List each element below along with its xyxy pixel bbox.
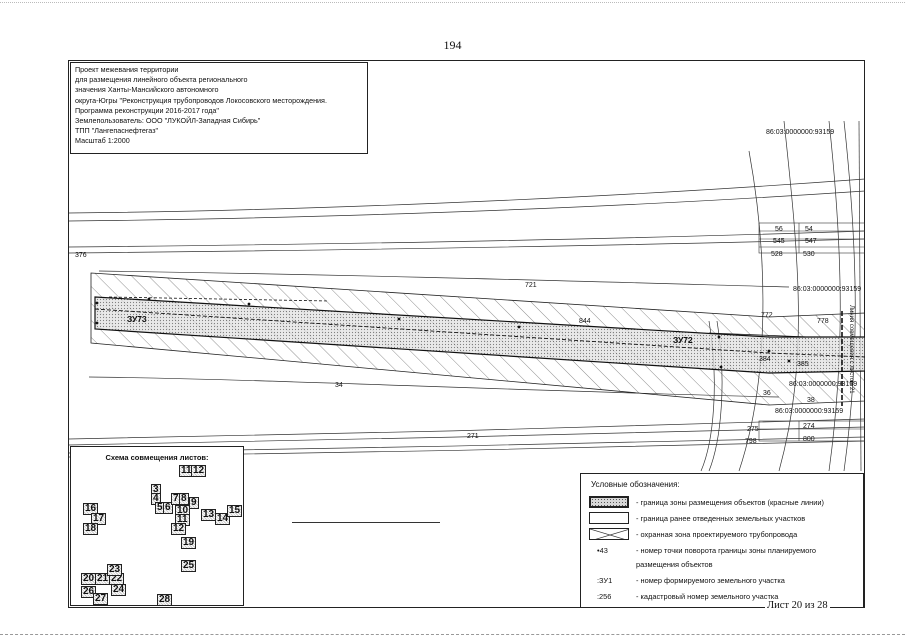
label-800: 800 <box>803 436 815 443</box>
turning-points <box>95 297 791 369</box>
allotted-parcel-swatch <box>589 512 629 524</box>
title-line: ТПП "Лангепаснефтегаз" <box>75 126 159 136</box>
label-547: 547 <box>805 238 817 245</box>
title-line: для размещения линейного объекта региона… <box>75 75 248 85</box>
label-cad-top: 86:03:0000000:93159 <box>766 129 834 136</box>
label-528: 528 <box>771 251 783 258</box>
label-cad-right2: 86:03:0000000:93159 <box>775 408 843 415</box>
legend-item: - охранная зона проектируемого трубопров… <box>589 528 861 542</box>
label-721: 721 <box>525 282 537 289</box>
bottom-edge-line <box>0 634 905 635</box>
label-545: 545 <box>773 238 785 245</box>
label-385: 385 <box>797 361 809 368</box>
placement-zone-swatch <box>589 496 629 508</box>
schema-sheet: 16 <box>83 503 99 515</box>
legend-text: - номер точки поворота границы зоны план… <box>636 546 816 555</box>
signature-line <box>292 522 440 523</box>
schema-sheet: 12 <box>191 465 207 477</box>
legend-item: размещения объектов <box>589 558 861 572</box>
label-zu72: ЗУ72 <box>673 335 693 345</box>
label-778: 778 <box>817 318 829 325</box>
label-844: 844 <box>579 318 591 325</box>
label-275: 275 <box>747 426 759 433</box>
label-798: 798 <box>745 438 757 445</box>
map-drawing: ЗУ73 ЗУ72 86:03:0000000:93159 86:03:0000… <box>69 120 865 472</box>
right-parcels <box>758 222 865 442</box>
title-block: Проект межевания территории для размещен… <box>70 62 368 154</box>
schema-sheet: 21 <box>95 573 111 585</box>
schema-sheet: 18 <box>83 523 99 535</box>
label-384: 384 <box>759 356 771 363</box>
pipeline-axis <box>94 308 865 358</box>
label-54: 54 <box>805 226 813 233</box>
legend-item: :ЗУ1 - номер формируемого земельного уча… <box>589 574 861 588</box>
top-edge-line <box>0 2 905 3</box>
schema-sheet: 25 <box>181 560 197 572</box>
placement-zone <box>94 296 865 374</box>
title-line: значения Ханты-Мансийского автономного <box>75 85 219 95</box>
label-zu73: ЗУ73 <box>127 314 147 324</box>
label-cad-mid: 86:03:0000000:93159 <box>793 286 861 293</box>
label-530: 530 <box>803 251 815 258</box>
label-side-text: Линия совмещения с листом 21 <box>848 305 854 394</box>
title-line: Проект межевания территории <box>75 65 179 74</box>
schema-sheet: 15 <box>227 505 243 517</box>
schema-sheet: 9 <box>189 497 199 509</box>
label-36: 36 <box>763 390 771 397</box>
label-56: 56 <box>775 226 783 233</box>
schema-sheet: 20 <box>81 573 97 585</box>
schema-title: Схема совмещения листов: <box>105 453 209 462</box>
legend-title: Условные обозначения: <box>591 480 680 489</box>
title-line: Землепользователь: ООО "ЛУКОЙЛ-Западная … <box>75 116 261 126</box>
schema-sheet: 26 <box>81 586 97 598</box>
legend-item: - граница ранее отведенных земельных уча… <box>589 512 861 526</box>
page-number: 194 <box>443 38 462 52</box>
legend-item: •43 - номер точки поворота границы зоны … <box>589 544 861 558</box>
sheet-schema: Схема совмещения листов: 11 12 3 4 5 6 7… <box>70 446 244 606</box>
title-line: округа-Югры "Реконструкция трубопроводов… <box>75 95 327 105</box>
label-772: 772 <box>761 312 773 319</box>
protection-zone-swatch <box>589 528 629 540</box>
schema-sheet: 23 <box>107 564 123 576</box>
legend-text: - кадастровый номер земельного участка <box>636 592 779 601</box>
label-34: 34 <box>335 382 343 389</box>
title-line: Программа реконструкции 2016-2017 года" <box>75 105 219 115</box>
legend-item: :256 - кадастровый номер земельного учас… <box>589 590 861 604</box>
schema-sheet: 19 <box>181 537 197 549</box>
schema-sheet: 14 <box>215 513 231 525</box>
schema-sheet: 24 <box>111 584 127 596</box>
schema-sheet: 17 <box>91 513 107 525</box>
label-376: 376 <box>75 252 87 259</box>
label-271: 271 <box>467 433 479 440</box>
label-cad-right1: 86:03:0000000:93159 <box>789 381 857 388</box>
legend: Условные обозначения: - граница зоны раз… <box>580 473 864 607</box>
legend-text: - охранная зона проектируемого трубопров… <box>636 530 798 539</box>
label-274: 274 <box>803 423 815 430</box>
sheet-counter: Лист 20 из 28 <box>765 600 830 611</box>
legend-text: размещения объектов <box>636 560 713 569</box>
label-38: 38 <box>807 397 815 404</box>
schema-sheet: 8 <box>179 493 189 505</box>
legend-text: - граница ранее отведенных земельных уча… <box>636 514 806 523</box>
schema-sheet: 13 <box>201 509 217 521</box>
cadastral-number-symbol: :256 <box>597 592 612 601</box>
parcel-number-symbol: :ЗУ1 <box>597 576 613 585</box>
schema-sheet: 12 <box>171 523 187 535</box>
schema-sheet: 6 <box>163 502 173 514</box>
legend-text: - номер формируемого земельного участка <box>636 576 785 585</box>
schema-sheet: 27 <box>93 593 109 605</box>
schema-sheet: 28 <box>157 594 173 606</box>
point-number-symbol: •43 <box>597 546 608 555</box>
legend-item: - граница зоны размещения объектов (крас… <box>589 496 861 510</box>
title-line: Масштаб 1:2000 <box>75 136 130 146</box>
legend-text: - граница зоны размещения объектов (крас… <box>636 498 824 507</box>
